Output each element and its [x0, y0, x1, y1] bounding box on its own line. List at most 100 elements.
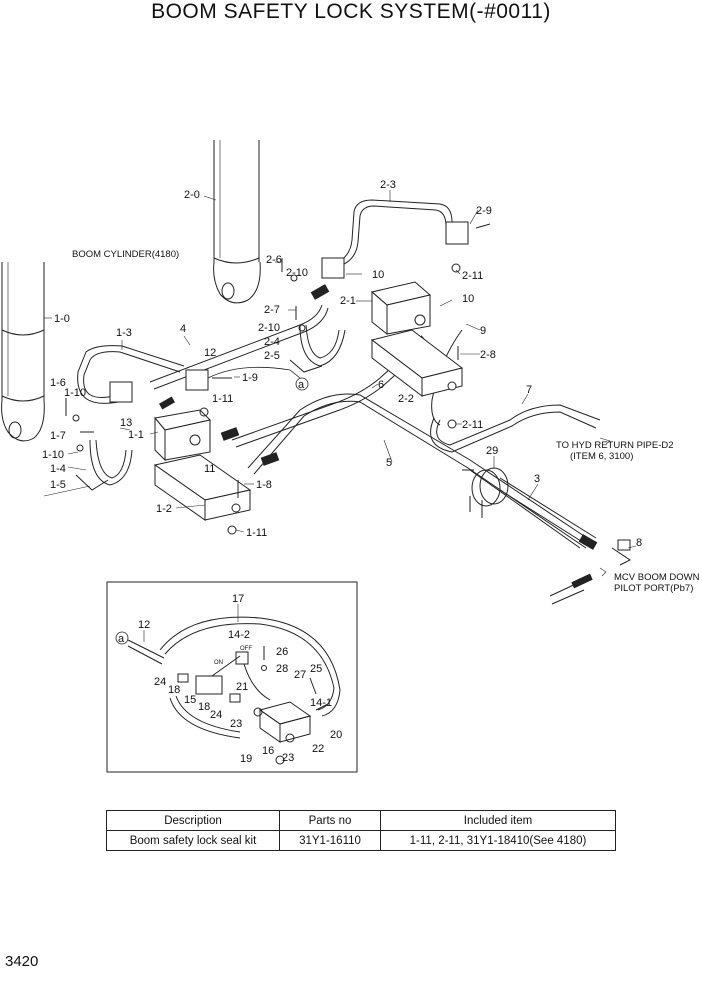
callout-1-5: 1-5 — [50, 479, 66, 491]
note-boom-cylinder: BOOM CYLINDER(4180) — [72, 249, 179, 260]
mcv-hose — [549, 539, 631, 605]
callout-4: 4 — [180, 323, 186, 335]
table-header: Parts no — [279, 810, 381, 831]
detail-callout-16: 16 — [262, 745, 274, 757]
callout-8: 8 — [636, 537, 642, 549]
callout-2-4: 2-4 — [264, 336, 280, 348]
detail-box — [106, 581, 358, 773]
boom-cylinder-right — [213, 140, 261, 304]
detail-callout-26: 26 — [276, 646, 288, 658]
note-hyd-return-1: TO HYD RETURN PIPE-D2 — [556, 440, 674, 451]
detail-callout-18a: 18 — [168, 684, 180, 696]
callout-2-6: 2-6 — [266, 254, 282, 266]
callout-2-0: 2-0 — [184, 189, 200, 201]
hoses — [77, 199, 601, 549]
leader-lines — [43, 190, 637, 549]
note-hyd-return-2: (ITEM 6, 3100) — [570, 451, 633, 462]
callout-5: 5 — [386, 457, 392, 469]
label-off: OFF — [240, 646, 252, 652]
detail-callout-23b: 23 — [282, 752, 294, 764]
page-title: BOOM SAFETY LOCK SYSTEM(-#0011) — [151, 0, 551, 23]
detail-leaders — [143, 604, 239, 642]
detail-callout-24a: 24 — [154, 676, 166, 688]
detail-callout-15: 15 — [184, 694, 196, 706]
callout-2-11b: 2-11 — [462, 419, 483, 431]
callout-29: 29 — [486, 445, 498, 457]
valve-block-1-1 — [154, 409, 211, 462]
table-cell: 31Y1-16110 — [279, 830, 381, 851]
callout-1-4: 1-4 — [50, 463, 66, 475]
detail-callout-28: 28 — [276, 663, 288, 675]
callout-1-2: 1-2 — [156, 503, 172, 515]
parts-table: Description Parts no Included item Boom … — [106, 810, 616, 851]
callout-6: 6 — [378, 379, 384, 391]
callout-2-2: 2-2 — [398, 393, 414, 405]
callout-1-6: 1-6 — [50, 377, 66, 389]
callout-1-3: 1-3 — [116, 327, 132, 339]
detail-callout-19: 19 — [240, 753, 252, 765]
callout-2-9: 2-9 — [476, 205, 492, 217]
detail-callouts: 17 12 a 14-2 26 28 25 27 24 18 15 21 18 … — [115, 593, 342, 765]
detail-callout-24b: 24 — [210, 709, 222, 721]
callout-11: 11 — [204, 463, 215, 475]
table-row: Boom safety lock seal kit 31Y1-16110 1-1… — [106, 830, 616, 851]
callout-2-7: 2-7 — [264, 304, 280, 316]
callout-10a: 10 — [372, 269, 384, 281]
pipe-clamp-29 — [462, 467, 509, 518]
detail-callout-14-2: 14-2 — [228, 629, 250, 641]
detail-callout-21: 21 — [236, 681, 248, 693]
callout-2-8: 2-8 — [480, 349, 496, 361]
detail-callout-22: 22 — [312, 743, 324, 755]
table-header: Description — [106, 810, 280, 831]
detail-callout-25: 25 — [310, 663, 322, 675]
detail-callout-18b: 18 — [198, 701, 210, 713]
callout-10b: 10 — [462, 293, 474, 305]
note-mcv-2: PILOT PORT(Pb7) — [614, 583, 693, 594]
hose-fittings — [159, 284, 598, 589]
callout-1-10b: 1-10 — [42, 449, 64, 461]
callout-2-10a: 2-10 — [286, 267, 308, 279]
detail-callout-a-circle — [115, 631, 129, 645]
label-on: ON — [214, 660, 223, 666]
clamps — [75, 324, 346, 491]
callout-2-10b: 2-10 — [258, 322, 280, 334]
callout-2-11a: 2-11 — [462, 270, 483, 282]
callout-1-7: 1-7 — [50, 430, 66, 442]
detail-callout-17: 17 — [232, 593, 244, 605]
boom-cylinder-left — [1, 262, 45, 442]
note-mcv-1: MCV BOOM DOWN — [614, 572, 700, 583]
table-header: Included item — [380, 810, 616, 831]
callout-3: 3 — [534, 473, 540, 485]
detail-callout-a: a — [118, 633, 125, 645]
callout-13: 13 — [120, 417, 132, 429]
flow-arrows — [599, 437, 611, 577]
callout-1-0: 1-0 — [54, 313, 70, 325]
valve-block-2-1 — [370, 281, 432, 336]
detail-callout-27: 27 — [294, 669, 306, 681]
callout-a: a — [298, 379, 305, 391]
callout-1-8: 1-8 — [256, 479, 272, 491]
valve-block-2-2 — [370, 329, 464, 398]
detail-callout-23a: 23 — [230, 718, 242, 730]
callout-2-5: 2-5 — [264, 350, 280, 362]
callout-2-3: 2-3 — [380, 179, 396, 191]
bolts-and-rings — [65, 223, 491, 535]
callout-12: 12 — [204, 347, 216, 359]
main-callouts: 2-0 2-3 2-9 2-6 2-10 10 2-11 2-1 10 9 2-… — [42, 179, 642, 549]
diagram-notes: BOOM CYLINDER(4180) TO HYD RETURN PIPE-D… — [72, 249, 700, 594]
callout-2-1: 2-1 — [340, 295, 356, 307]
detail-callout-14-1: 14-1 — [310, 697, 332, 709]
callout-7: 7 — [526, 384, 532, 396]
detail-callout-20: 20 — [330, 729, 342, 741]
callout-a-circle — [295, 377, 309, 391]
callout-1-9: 1-9 — [242, 372, 258, 384]
small-blocks — [109, 221, 469, 403]
callout-9: 9 — [480, 325, 486, 337]
callout-1-11b: 1-11 — [246, 527, 267, 539]
table-cell: Boom safety lock seal kit — [106, 830, 280, 851]
callout-1-10a: 1-10 — [64, 387, 86, 399]
detail-callout-12: 12 — [138, 619, 150, 631]
callout-1-1: 1-1 — [128, 429, 144, 441]
table-header-row: Description Parts no Included item — [106, 810, 616, 831]
